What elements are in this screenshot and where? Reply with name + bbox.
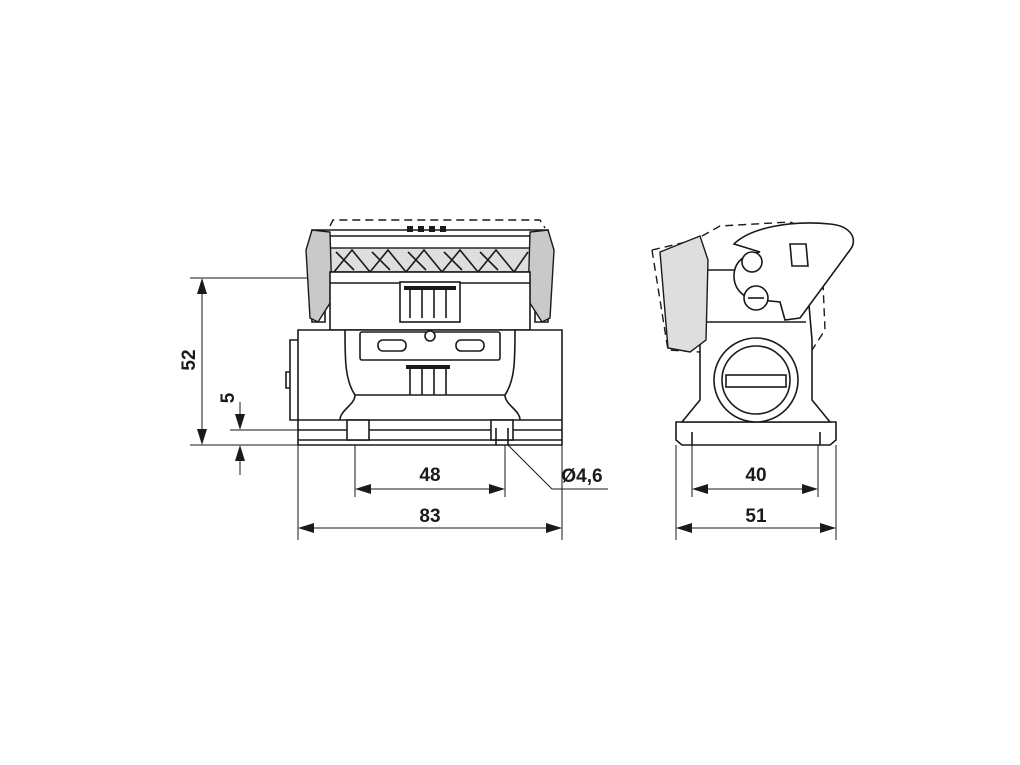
dim-side-hole-spacing: 40 [745, 465, 766, 486]
dim-front-base-height: 5 [218, 392, 239, 403]
dim-front-hole-spacing: 48 [419, 465, 440, 486]
dim-hole-diameter: Ø4,6 [561, 466, 602, 487]
side-view [651, 221, 855, 446]
dim-side-width: 51 [745, 506, 767, 527]
front-view [285, 219, 563, 446]
dim-front-height: 52 [179, 349, 200, 370]
front-dimension-lines [190, 277, 608, 540]
side-dimension-lines [675, 445, 837, 540]
dim-front-width: 83 [419, 506, 440, 527]
